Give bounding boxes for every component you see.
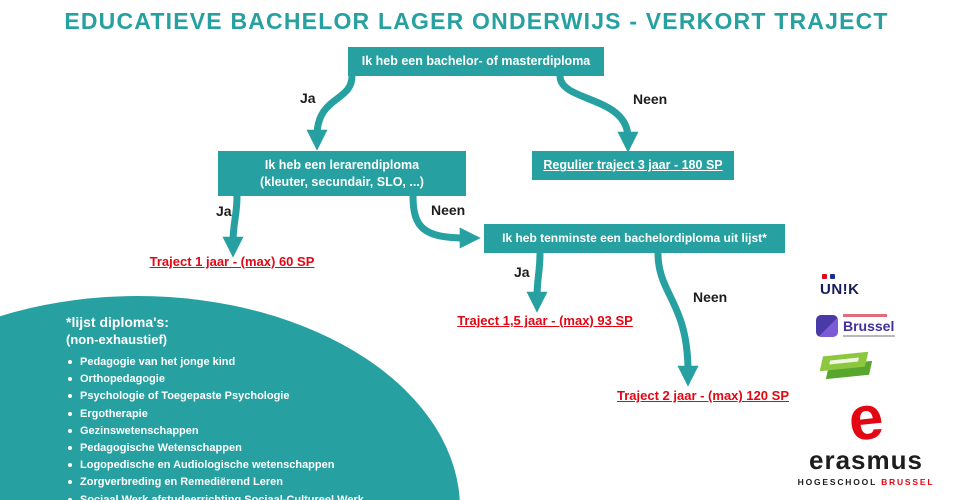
list-item: Pedagogie van het jonge kind <box>66 356 416 369</box>
label-ja-1: Ja <box>300 90 316 106</box>
list-item-label: Pedagogie van het jonge kind <box>80 356 236 368</box>
erasmus-logo-subtitle: HOGESCHOOL BRUSSEL <box>796 477 936 487</box>
erasmus-e-icon: e <box>845 382 887 455</box>
label-ja-3: Ja <box>514 264 530 280</box>
page-title: EDUCATIEVE BACHELOR LAGER ONDERWIJS - VE… <box>64 8 889 34</box>
erasmus-subtitle-brussel: BRUSSEL <box>881 477 935 487</box>
outcome-traject-2-jaar: Traject 2 jaar - (max) 120 SP <box>617 388 789 403</box>
list-item: Ergotherapie <box>66 408 416 421</box>
node-lerarendiploma-line2: (kleuter, secundair, SLO, ...) <box>260 174 424 189</box>
list-item-label: Pedagogische Wetenschappen <box>80 441 242 454</box>
diploma-list-subheading: (non-exhaustief) <box>66 332 168 347</box>
list-item: Pedagogische Wetenschappen <box>66 442 416 455</box>
list-item-label: Logopedische en Audiologische wetenschap… <box>80 459 335 472</box>
brussel-logo-icon <box>816 314 838 337</box>
list-item: Zorgverbreding en Remediërend Leren <box>66 476 416 489</box>
green-ribbon-logo <box>819 351 874 380</box>
brussel-logo-smalltext-bar2 <box>843 335 895 337</box>
label-neen-3: Neen <box>693 289 728 305</box>
node-lerarendiploma-line1: Ik heb een lerarendiploma <box>264 158 420 173</box>
brussel-logo: Brussel <box>816 314 895 337</box>
arrow-lijst-to-traject15 <box>526 249 548 313</box>
list-item-label: Orthopedagogie <box>80 373 165 386</box>
label-neen-1: Neen <box>633 91 668 107</box>
unik-logo-text: UN!K <box>820 281 860 298</box>
list-item-label: Sociaal Werk afstudeerrichting Sociaal-C… <box>80 493 364 500</box>
bullet-dot-icon <box>68 394 72 399</box>
unik-mark-blue <box>830 274 835 279</box>
diploma-list: *lijst diploma's: (non-exhaustief) Pedag… <box>66 314 416 500</box>
list-item-label: Ergotherapie <box>80 407 148 420</box>
label-ja-2: Ja <box>216 203 232 219</box>
bullet-dot-icon <box>68 428 72 433</box>
bullet-dot-icon <box>68 497 72 500</box>
diploma-list-heading: *lijst diploma's: <box>66 314 169 330</box>
green-ribbon-textbar <box>829 357 859 365</box>
unik-mark-red <box>822 274 827 279</box>
bullet-dot-icon <box>68 411 72 416</box>
arrow-lijst-to-traject2 <box>654 249 699 387</box>
brussel-logo-smalltext-bar <box>843 314 887 317</box>
arrow-start-to-regulier <box>556 72 639 153</box>
brussel-logo-text: Brussel <box>843 318 895 334</box>
node-bachelordiploma-lijst: Ik heb tenminste een bachelordiploma uit… <box>484 224 785 253</box>
list-item: Gezinswetenschappen <box>66 425 416 438</box>
bullet-dot-icon <box>68 480 72 485</box>
node-lerarendiploma: Ik heb een lerarendiploma (kleuter, secu… <box>218 151 466 196</box>
unik-logo: UN!K <box>820 274 886 298</box>
outcome-traject-1-5-jaar: Traject 1,5 jaar - (max) 93 SP <box>457 313 633 328</box>
bullet-dot-icon <box>68 360 72 364</box>
bullet-dot-icon <box>68 463 72 468</box>
bullet-dot-icon <box>68 377 72 382</box>
list-item: Orthopedagogie <box>66 373 416 386</box>
erasmus-hogeschool-logo: e erasmus HOGESCHOOL BRUSSEL <box>796 382 936 487</box>
list-item-label: Gezinswetenschappen <box>80 424 199 437</box>
arrow-start-to-leraren <box>306 72 356 151</box>
arrow-leraren-to-traject1 <box>222 192 244 258</box>
outcome-traject-1-jaar: Traject 1 jaar - (max) 60 SP <box>149 254 315 269</box>
erasmus-logo-name: erasmus <box>809 445 923 475</box>
label-neen-2: Neen <box>431 202 466 218</box>
bullet-dot-icon <box>68 445 72 450</box>
node-regulier-traject: Regulier traject 3 jaar - 180 SP <box>532 151 734 180</box>
list-item: Psychologie of Toegepaste Psychologie <box>66 390 416 403</box>
erasmus-subtitle-hogeschool: HOGESCHOOL <box>797 477 877 487</box>
list-item: Sociaal Werk afstudeerrichting Sociaal-C… <box>66 494 416 500</box>
unik-logo-marks <box>822 274 886 279</box>
list-item-label: Zorgverbreding en Remediërend Leren <box>80 476 283 489</box>
node-start-diploma: Ik heb een bachelor- of masterdiploma <box>348 47 604 76</box>
list-item: Logopedische en Audiologische wetenschap… <box>66 459 416 472</box>
list-item-label: Psychologie of Toegepaste Psychologie <box>80 390 290 403</box>
brussel-logo-textblock: Brussel <box>843 314 895 337</box>
